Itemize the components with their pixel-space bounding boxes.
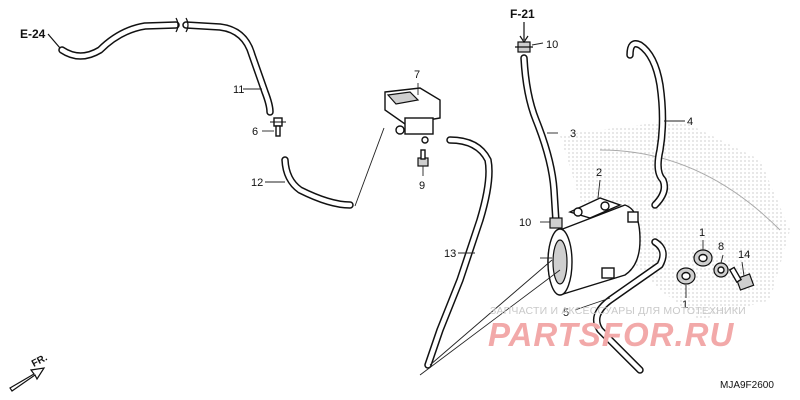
grommet-1-upper [693, 249, 713, 267]
clip-10-lower [549, 217, 563, 229]
hose-13 [424, 136, 493, 369]
frame-outline [599, 149, 781, 231]
callout-4: 4 [687, 116, 693, 128]
diagram-code: MJA9F2600 [720, 380, 774, 391]
callout-3: 3 [570, 128, 576, 140]
fitting-6 [270, 117, 286, 137]
hose-12 [281, 156, 354, 209]
ref-e24: E-24 [20, 27, 46, 41]
grommet-1-lower [676, 267, 696, 285]
watermark-logo: PARTSFOR.RU [488, 316, 735, 353]
ref-f21: F-21 [510, 7, 535, 21]
callout-12: 12 [251, 177, 263, 189]
ref-f21-arrow [519, 22, 529, 44]
callout-7: 7 [414, 69, 420, 81]
hose-5 [592, 238, 667, 374]
callout-13: 13 [444, 248, 456, 260]
callout-2: 2 [596, 167, 602, 179]
bolt-9 [417, 149, 429, 167]
callout-9: 9 [419, 180, 425, 192]
clip-10-top [515, 41, 533, 53]
front-arrow-icon [9, 367, 46, 392]
bolt-14 [728, 266, 755, 291]
callout-8: 8 [718, 241, 724, 253]
collar-8 [713, 262, 729, 278]
callout-6: 6 [252, 126, 258, 138]
callout-14: 14 [738, 249, 750, 261]
canister-2 [547, 197, 641, 296]
watermark-tagline: ЗАПЧАСТИ И АКСЕССУАРЫ ДЛЯ МОТОТЕХНИКИ [490, 305, 746, 317]
callout-1-upper: 1 [699, 227, 705, 239]
hose-4 [626, 40, 669, 209]
callout-10-lower: 10 [519, 217, 531, 229]
hose-break-mark [175, 17, 189, 33]
solenoid-valve-7 [384, 87, 441, 144]
ref-e24-arrow [47, 33, 61, 49]
callout-1-lower: 1 [682, 299, 688, 311]
hose-3 [520, 54, 560, 226]
callout-10-top: 10 [546, 39, 558, 51]
callout-5: 5 [563, 307, 569, 319]
callout-11: 11 [233, 84, 244, 96]
leader-lines [243, 42, 745, 376]
hose-11 [58, 17, 274, 116]
